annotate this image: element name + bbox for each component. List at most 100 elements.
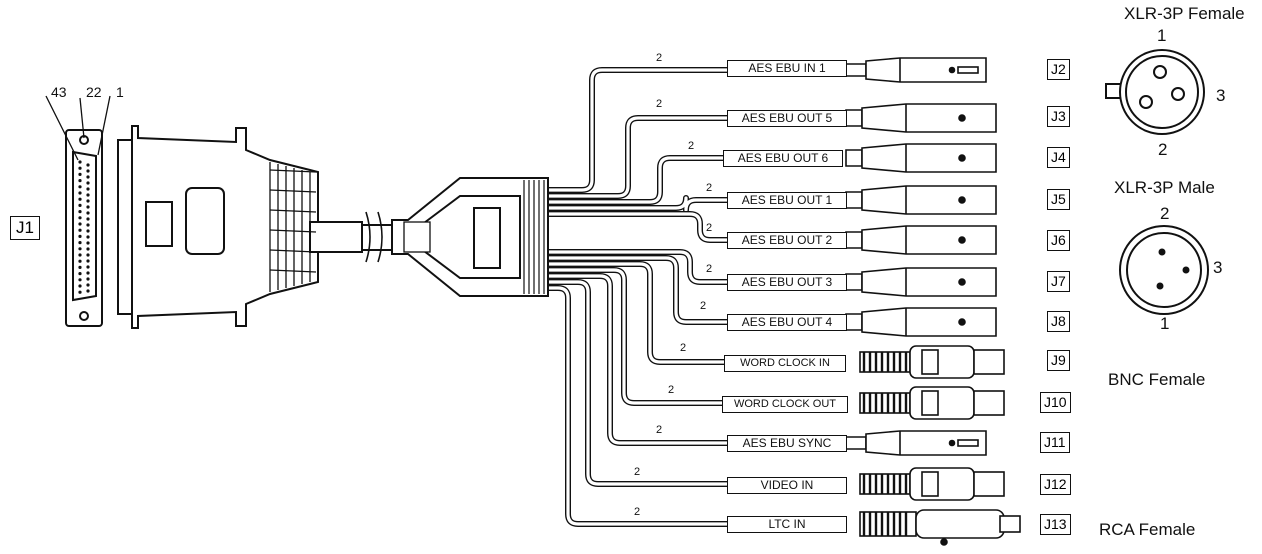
- main-connector-label: J1: [10, 216, 40, 240]
- grip-rib: [269, 209, 317, 213]
- plug-xlr-male: [845, 185, 997, 215]
- plug-body: [861, 225, 997, 255]
- pin-dot: [78, 241, 82, 245]
- plug-latch: [957, 66, 979, 74]
- bnc-boot: [859, 392, 911, 414]
- jack-label-j11: J11: [1040, 432, 1070, 453]
- jack-label-j9: J9: [1047, 350, 1070, 371]
- branch-wire: [548, 279, 728, 487]
- plug-xlr-male: [845, 267, 997, 297]
- shell-grip-ribs: [269, 162, 317, 292]
- pin-number-1: 1: [116, 84, 124, 100]
- plug-collar: [845, 191, 863, 209]
- branch-wire: [548, 267, 728, 406]
- pin-number-22: 22: [86, 84, 102, 100]
- pin-dot: [86, 169, 90, 173]
- plug-body: [861, 307, 997, 337]
- legend-rca-female-title: RCA Female: [1099, 520, 1196, 539]
- pin-dot: [86, 163, 90, 167]
- wire-count: 2: [706, 263, 713, 275]
- jack-label-j13: J13: [1040, 514, 1071, 535]
- plug-bnc: [859, 345, 1005, 379]
- plug-latch: [958, 114, 966, 122]
- plug-collar: [845, 109, 863, 127]
- pin-dot: [86, 199, 90, 203]
- pin-dot: [78, 185, 82, 189]
- plug-latch: [958, 236, 966, 244]
- pin-dot: [78, 210, 82, 214]
- plug-body: [861, 103, 997, 133]
- plug-rca: [859, 509, 1021, 546]
- branch-wire-core: [548, 116, 728, 198]
- bnc-tip: [973, 349, 1005, 375]
- pin-dot: [86, 271, 90, 275]
- pin-dot: [78, 290, 82, 294]
- pin-dot: [86, 277, 90, 281]
- plug-bnc: [859, 386, 1005, 420]
- grip-rib: [269, 269, 317, 273]
- grip-rib: [269, 189, 317, 193]
- jack-label-j7: J7: [1047, 271, 1070, 292]
- pin-dot: [86, 241, 90, 245]
- bnc-bayonet: [921, 349, 939, 375]
- jack-label-j4: J4: [1047, 147, 1070, 168]
- pin-dot: [78, 172, 82, 176]
- cable-label-video-in: VIDEO IN: [727, 477, 847, 494]
- wire-count: 2: [668, 384, 675, 396]
- legend-xlr-male-title: XLR-3P Male: [1114, 178, 1215, 197]
- plug-collar: [845, 273, 863, 291]
- wire-count: 2: [656, 424, 663, 436]
- branch-wire-core: [548, 250, 728, 284]
- pin-dot: [86, 253, 90, 257]
- plug-xlr-male: [845, 225, 997, 255]
- jack-label-j6: J6: [1047, 230, 1070, 251]
- pin-dot: [86, 187, 90, 191]
- pin-dot: [78, 160, 82, 164]
- plug-latch: [958, 318, 966, 326]
- wire-count: 2: [680, 342, 687, 354]
- plug-collar: [845, 313, 863, 331]
- pin-dot: [86, 211, 90, 215]
- plug-latch: [957, 439, 979, 447]
- pin-leader-lines: [45, 95, 111, 161]
- pin-dot: [78, 253, 82, 257]
- bnc-shell: [909, 467, 975, 501]
- rca-dot: [940, 538, 948, 546]
- wire-count: 2: [634, 466, 641, 478]
- xlr-female-face: [1105, 49, 1205, 135]
- xlr-male-face: [1119, 225, 1209, 315]
- cable-break: [365, 211, 383, 263]
- bnc-bayonet: [921, 471, 939, 497]
- pin-dot: [78, 278, 82, 282]
- pin-dot: [78, 259, 82, 263]
- pin-dot: [86, 193, 90, 197]
- rca-body: [915, 509, 1005, 539]
- plug-collar: [845, 436, 867, 450]
- cable-label-aes-ebu-sync: AES EBU SYNC: [727, 435, 847, 452]
- xlr-male-pin-1: 1: [1160, 314, 1170, 333]
- plug-xlr-male: [845, 143, 997, 173]
- branch-wire-core: [548, 196, 728, 212]
- cable-label-aes-ebu-out-4: AES EBU OUT 4: [727, 314, 847, 331]
- plug-xlr-male: [845, 103, 997, 133]
- wire-count: 2: [634, 506, 641, 518]
- pin-dot: [86, 175, 90, 179]
- branch-wire-core: [548, 286, 728, 526]
- branch-wire-core: [548, 212, 728, 242]
- plug-body: [861, 267, 997, 297]
- rca-tip: [999, 515, 1021, 533]
- pin-dot: [78, 191, 82, 195]
- pin-dot: [86, 235, 90, 239]
- xlr-female-pin-1: 1: [1157, 26, 1167, 45]
- xlr-male-pins: [1156, 248, 1190, 290]
- branch-wire-core: [548, 268, 728, 405]
- xlr-female-pin-2: 2: [1158, 140, 1168, 159]
- branch-wire-core: [548, 156, 728, 204]
- dsub-pins: [78, 160, 90, 294]
- legend-bnc-female-title: BNC Female: [1108, 370, 1206, 389]
- branch-wire-core: [548, 262, 728, 364]
- jack-label-j10: J10: [1040, 392, 1071, 413]
- dsub-connector-shell: [117, 125, 363, 329]
- bnc-bayonet: [921, 390, 939, 416]
